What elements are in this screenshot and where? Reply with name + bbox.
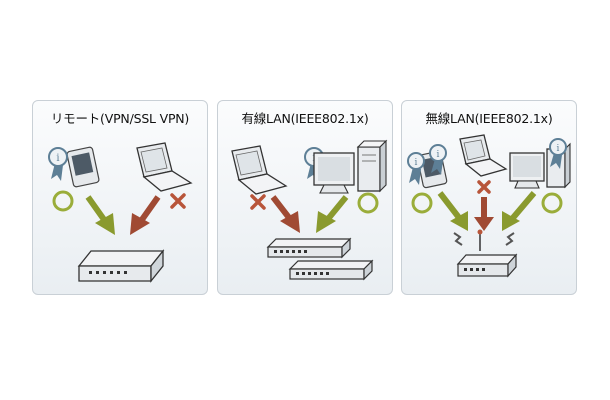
- deny-cross-icon: [250, 194, 266, 210]
- panel-title-remote: リモート(VPN/SSL VPN): [50, 111, 190, 126]
- wireless-lan-diagram: i i i: [407, 134, 571, 278]
- vpn-gateway-icon: [77, 249, 165, 283]
- network-switch-icon: [266, 237, 352, 259]
- wired-lan-diagram: i: [231, 139, 388, 281]
- blocked-arrow: [130, 195, 161, 235]
- svg-text:i: i: [56, 153, 59, 164]
- panel-title-wireless-lan: 無線LAN(IEEE802.1x): [425, 111, 553, 126]
- ok-circle-icon: [411, 192, 433, 214]
- network-switch-icon: [288, 259, 374, 281]
- blocked-arrow: [474, 197, 494, 231]
- deny-cross-icon: [477, 180, 491, 194]
- ok-circle-icon: [357, 192, 379, 214]
- laptop-icon: [231, 145, 288, 195]
- wireless-access-point-icon: [456, 229, 518, 278]
- ok-circle-icon: [52, 190, 74, 212]
- certificate-icon: i: [549, 138, 567, 169]
- certificate-icon: i: [407, 152, 425, 185]
- pda-icon: [66, 146, 100, 188]
- laptop-icon: [136, 142, 193, 192]
- svg-text:i: i: [437, 150, 440, 160]
- laptop-icon: [459, 134, 508, 177]
- blocked-arrow: [270, 195, 300, 233]
- panel-wireless-lan: 無線LAN(IEEE802.1x) i i: [401, 100, 577, 295]
- deny-cross-icon: [170, 193, 186, 209]
- desktop-pc-icon: [509, 142, 571, 189]
- radio-wave-icon: [453, 232, 515, 246]
- svg-text:i: i: [415, 158, 418, 168]
- desktop-pc-icon: [313, 139, 388, 194]
- panel-remote: リモート(VPN/SSL VPN) i: [32, 100, 208, 295]
- allowed-arrow: [502, 191, 537, 231]
- certificate-icon: i: [429, 144, 447, 175]
- panel-title-wired-lan: 有線LAN(IEEE802.1x): [241, 111, 369, 126]
- panel-wired-lan: 有線LAN(IEEE802.1x) i: [217, 100, 393, 295]
- allowed-arrow: [85, 195, 115, 235]
- allowed-arrow: [316, 195, 349, 233]
- certificate-icon: i: [48, 147, 68, 181]
- svg-text:i: i: [557, 144, 560, 154]
- ok-circle-icon: [541, 192, 563, 214]
- remote-diagram: i: [48, 142, 193, 283]
- allowed-arrow: [437, 191, 468, 231]
